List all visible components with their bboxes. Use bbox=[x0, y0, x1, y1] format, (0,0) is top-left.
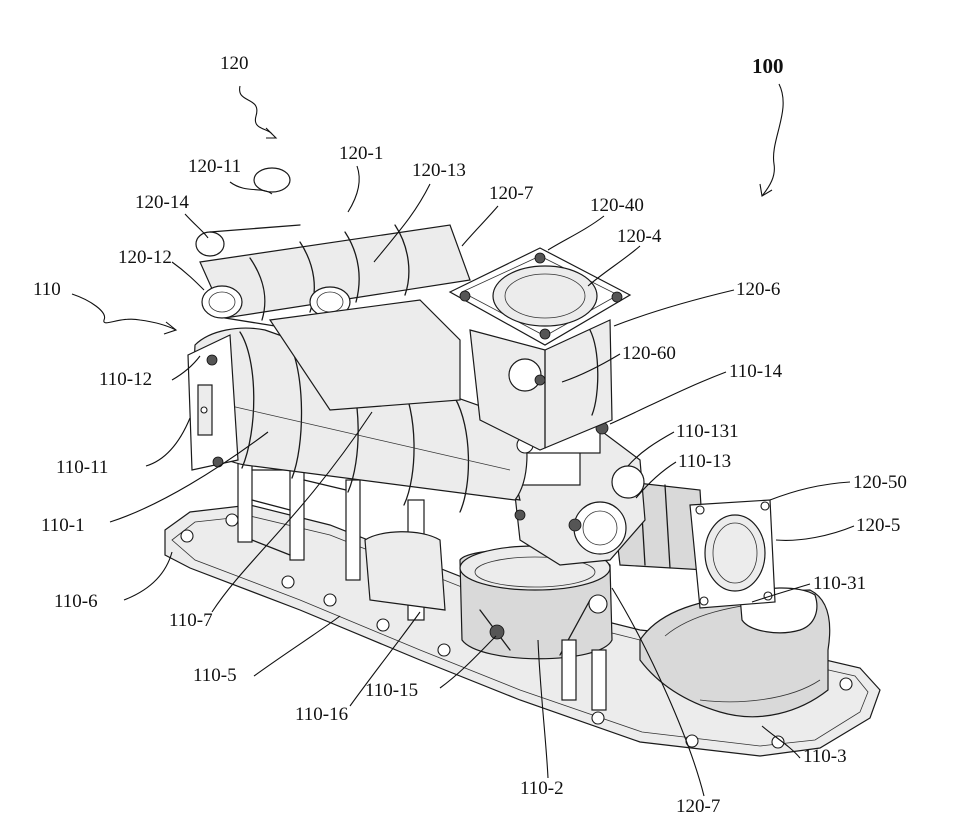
label-110-131: 110-131 bbox=[676, 421, 739, 442]
label-120-5: 120-5 bbox=[856, 515, 900, 536]
label-120-11: 120-11 bbox=[188, 156, 241, 177]
label-120-1: 120-1 bbox=[339, 143, 383, 164]
label-110-13: 110-13 bbox=[678, 451, 731, 472]
label-120-4: 120-4 bbox=[617, 226, 662, 247]
label-110-1: 110-1 bbox=[41, 515, 85, 536]
label-110-5: 110-5 bbox=[193, 665, 237, 686]
label-110-2: 110-2 bbox=[520, 778, 564, 799]
label-110-12: 110-12 bbox=[99, 369, 152, 390]
label-120-6: 120-6 bbox=[736, 279, 780, 300]
label-120-40: 120-40 bbox=[590, 195, 644, 216]
label-100: 100 bbox=[752, 54, 784, 78]
label-120-7-top: 120-7 bbox=[489, 183, 533, 204]
label-120: 120 bbox=[220, 53, 249, 74]
label-120-7-bottom: 120-7 bbox=[676, 796, 720, 817]
label-110-15: 110-15 bbox=[365, 680, 418, 701]
label-120-50: 120-50 bbox=[853, 472, 907, 493]
label-110-3: 110-3 bbox=[803, 746, 847, 767]
label-120-13: 120-13 bbox=[412, 160, 466, 181]
label-110-11: 110-11 bbox=[56, 457, 108, 478]
label-120-12: 120-12 bbox=[118, 247, 172, 268]
label-120-14: 120-14 bbox=[135, 192, 189, 213]
label-110-7: 110-7 bbox=[169, 610, 213, 631]
label-110-6: 110-6 bbox=[54, 591, 98, 612]
label-120-60: 120-60 bbox=[622, 343, 676, 364]
label-110-16: 110-16 bbox=[295, 704, 348, 725]
label-110-14: 110-14 bbox=[729, 361, 783, 382]
label-110-31: 110-31 bbox=[813, 573, 866, 594]
label-110: 110 bbox=[33, 279, 61, 300]
end-flange bbox=[188, 335, 238, 470]
